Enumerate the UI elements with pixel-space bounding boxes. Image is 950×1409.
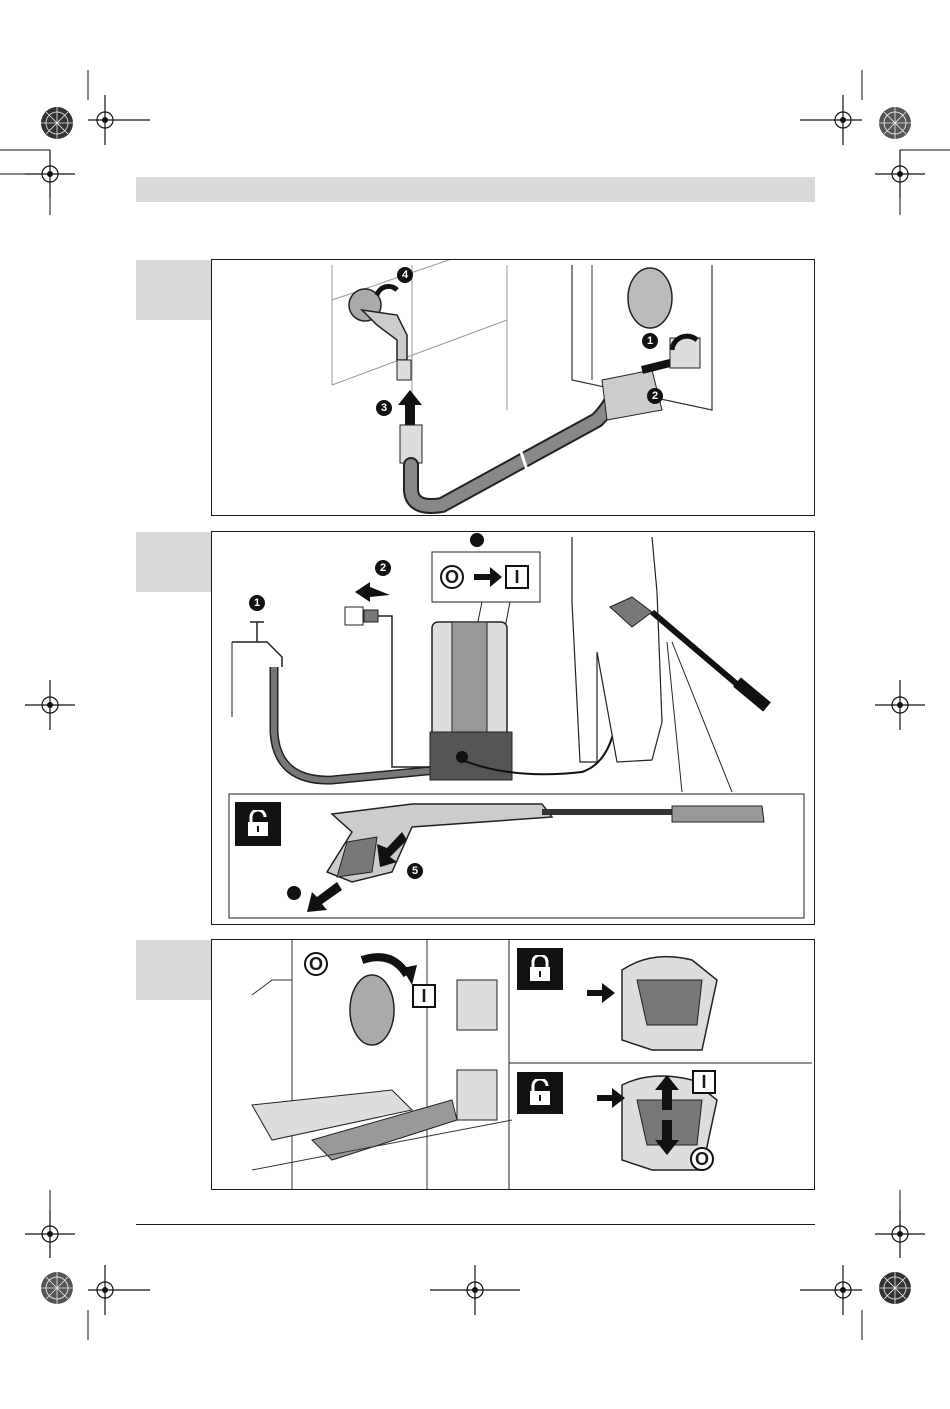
figure-2-tab bbox=[136, 532, 212, 592]
switch-on-icon: I bbox=[505, 565, 529, 589]
header-band bbox=[136, 177, 815, 202]
step-3-badge: 3 bbox=[376, 400, 392, 416]
figure-1-tab bbox=[136, 260, 212, 320]
step-2-badge: 2 bbox=[375, 560, 391, 576]
trigger-off-icon: O bbox=[690, 1147, 714, 1171]
figure-2-panel: O I 1 2 5 bbox=[211, 531, 815, 925]
figure-3-illustration bbox=[212, 940, 814, 1189]
figure-3-panel: O I I O bbox=[211, 939, 815, 1190]
lock-icon bbox=[517, 948, 563, 990]
switch-on-icon: I bbox=[412, 984, 436, 1008]
figure-2-illustration bbox=[212, 532, 814, 924]
switch-off-icon: O bbox=[304, 952, 328, 976]
step-2-badge: 2 bbox=[647, 388, 663, 404]
figure-3-tab bbox=[136, 940, 212, 1000]
figure-1-illustration bbox=[212, 260, 814, 515]
unlock-icon bbox=[235, 802, 281, 846]
step-1-badge: 1 bbox=[642, 333, 658, 349]
trigger-on-icon: I bbox=[692, 1070, 716, 1094]
step-4-badge: 4 bbox=[397, 267, 413, 283]
switch-off-icon: O bbox=[440, 565, 464, 589]
unlock-icon bbox=[517, 1072, 563, 1114]
small-marker bbox=[287, 886, 301, 900]
step-1-badge: 1 bbox=[249, 595, 265, 611]
figure-1-panel: 4 3 1 2 bbox=[211, 259, 815, 516]
top-marker bbox=[470, 533, 484, 547]
footer-rule bbox=[136, 1224, 815, 1225]
step-5-badge: 5 bbox=[407, 863, 423, 879]
